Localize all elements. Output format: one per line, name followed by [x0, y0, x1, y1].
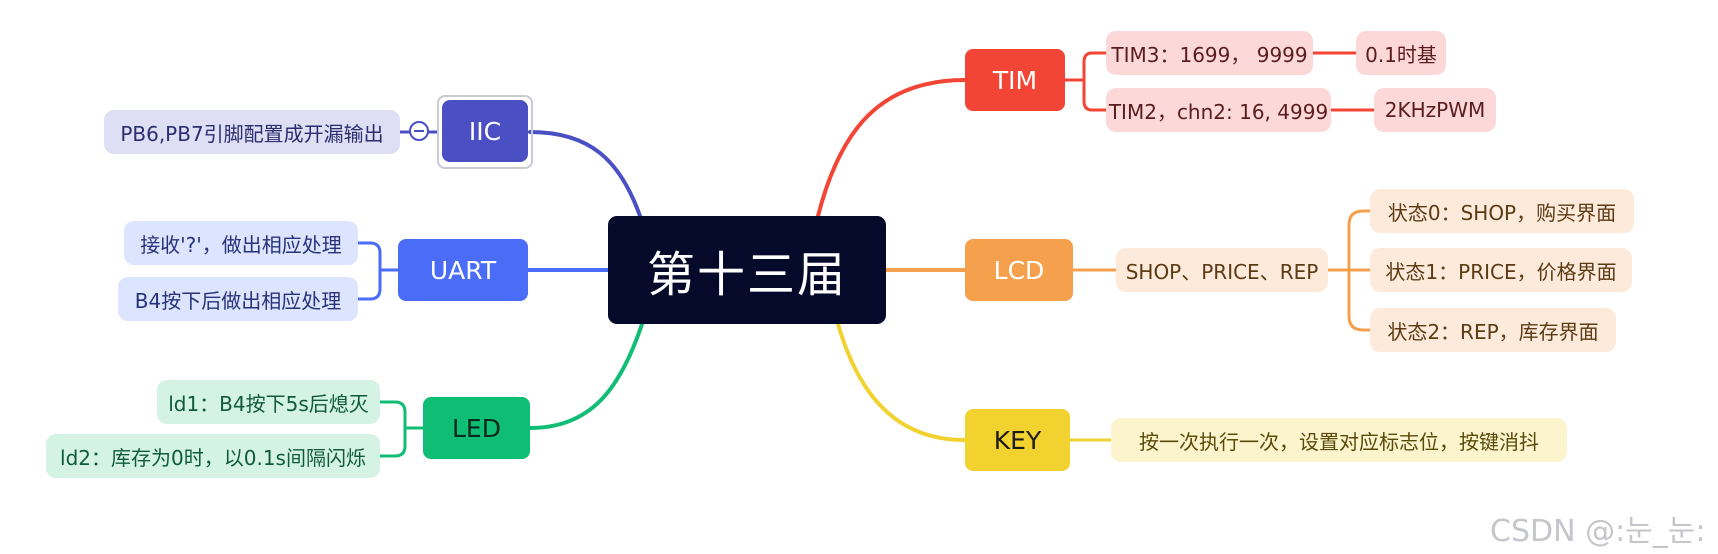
- topic-uart[interactable]: UART: [398, 239, 528, 301]
- subtopic-tim2[interactable]: TIM2，chn2: 16, 4999: [1106, 88, 1331, 132]
- watermark: CSDN @:눈_눈:: [1490, 514, 1706, 549]
- topic-lcd[interactable]: LCD: [965, 239, 1073, 301]
- subtopic-iic-pins[interactable]: PB6,PB7引脚配置成开漏输出: [104, 110, 400, 154]
- link-root-key: [836, 322, 967, 442]
- subtopic-tim3-base[interactable]: 0.1时基: [1356, 31, 1446, 75]
- topic-key[interactable]: KEY: [965, 409, 1070, 471]
- link-lcd-states: [1328, 209, 1370, 332]
- subtopic-tim2-pwm[interactable]: 2KHzPWM: [1374, 88, 1496, 132]
- link-root-iic: [528, 130, 642, 218]
- subtopic-uart-b4[interactable]: B4按下后做出相应处理: [118, 277, 358, 321]
- subtopic-lcd-state1[interactable]: 状态1：PRICE，价格界面: [1370, 248, 1632, 292]
- subtopic-lcd-state0[interactable]: 状态0：SHOP，购买界面: [1370, 189, 1634, 233]
- topic-tim[interactable]: TIM: [965, 49, 1065, 111]
- link-root-tim: [816, 78, 967, 218]
- subtopic-led-ld2[interactable]: ld2：库存为0时，以0.1s间隔闪烁: [46, 434, 380, 478]
- topic-led[interactable]: LED: [423, 397, 530, 459]
- collapse-toggle-icon[interactable]: [409, 121, 429, 141]
- subtopic-led-ld1[interactable]: ld1：B4按下5s后熄灭: [157, 380, 380, 424]
- subtopic-key-debounce[interactable]: 按一次执行一次，设置对应标志位，按键消抖: [1111, 418, 1567, 462]
- subtopic-lcd-pages[interactable]: SHOP、PRICE、REP: [1116, 248, 1328, 292]
- link-tim-items: [1065, 51, 1106, 112]
- root-topic[interactable]: 第十三届: [608, 216, 886, 324]
- topic-iic[interactable]: IIC: [442, 100, 528, 162]
- link-uart-items: [358, 241, 398, 301]
- selection-frame: [437, 95, 533, 169]
- subtopic-tim3[interactable]: TIM3：1699， 9999: [1106, 31, 1313, 75]
- subtopic-uart-receive[interactable]: 接收'?'，做出相应处理: [124, 221, 358, 265]
- link-root-led: [528, 322, 644, 430]
- subtopic-lcd-state2[interactable]: 状态2：REP，库存界面: [1370, 308, 1616, 352]
- link-led-items: [380, 400, 423, 458]
